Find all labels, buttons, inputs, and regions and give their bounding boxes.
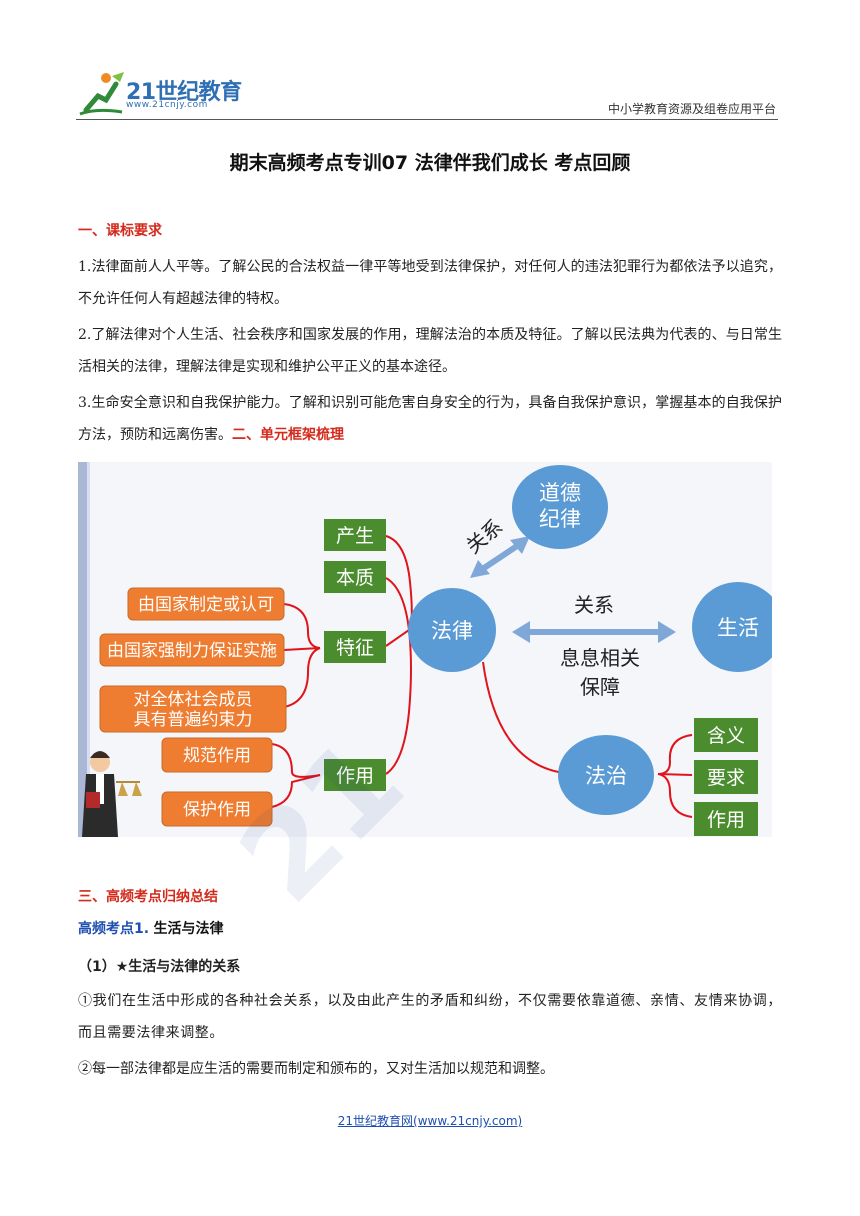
key-point-label: 高频考点1. — [78, 921, 150, 937]
logo-url-text: www.21cnjy.com — [126, 100, 208, 110]
feature-item-2: 由国家强制力保证实施 — [107, 641, 277, 660]
law-aspect-boxes — [324, 519, 386, 791]
relation-arrows — [470, 536, 676, 643]
feature-item-1: 由国家制定或认可 — [138, 595, 274, 614]
runner-logo-icon — [79, 72, 124, 116]
node-life: 生活 — [717, 617, 759, 640]
requirement-item-3-text: 3.生命安全意识和自我保护能力。了解和识别可能危害自身安全的行为，具备自我保护意… — [78, 395, 782, 443]
key-point-title: 生活与法律 — [153, 921, 224, 937]
section-heading-summary: 三、高频考点归纳总结 — [78, 889, 218, 905]
rule-of-law-boxes — [694, 718, 758, 836]
relation-label-right: 关系 — [574, 594, 614, 617]
feature-item-3-line1: 对全体社会成员 — [134, 690, 253, 709]
requirement-item-1: 1.法律面前人人平等。了解公民的合法权益一律平等地受到法律保护，对任何人的违法犯… — [78, 259, 782, 307]
diagram-left-bar — [78, 462, 87, 837]
logo-brand-text: 21世纪教育 — [126, 80, 242, 105]
requirement-item-2: 2.了解法律对个人生活、社会秩序和国家发展的作用，理解法治的本质及特征。了解以民… — [78, 327, 782, 375]
requirement-item-3: 3.生命安全意识和自我保护能力。了解和识别可能危害自身安全的行为，具备自我保护意… — [78, 387, 782, 451]
box-features: 特征 — [336, 637, 374, 659]
feature-item-3-line2: 具有普遍约束力 — [134, 710, 253, 729]
box-essence: 本质 — [336, 567, 374, 589]
box-meaning: 含义 — [707, 725, 745, 747]
node-law: 法律 — [431, 620, 473, 643]
summary-paragraph-2: ②每一部法律都是应生活的需要而制定和颁布的，又对生活加以规范和调整。 — [78, 1061, 554, 1077]
header-divider — [76, 119, 778, 120]
node-morality-line2: 纪律 — [539, 508, 581, 531]
related-label-line1: 息息相关 — [560, 647, 640, 670]
section-heading-requirements: 一、课标要求 — [78, 223, 162, 239]
footer-link[interactable]: 21世纪教育网(www.21cnjy.com) — [337, 1114, 523, 1128]
ellipse-nodes — [408, 465, 772, 815]
box-requirement: 要求 — [707, 767, 745, 789]
related-label-line2: 保障 — [580, 676, 620, 699]
role-item-2: 保护作用 — [183, 800, 251, 819]
box-origin: 产生 — [336, 525, 374, 547]
framework-diagram: 法律 道德 纪律 生活 法治 关系 关系 息息相关 保障 产生 本质 特征 作用… — [78, 462, 772, 837]
node-rule-of-law: 法治 — [585, 765, 627, 788]
role-item-1: 规范作用 — [183, 746, 251, 765]
subheading-life-and-law: （1）★生活与法律的关系 — [78, 959, 241, 975]
judge-illustration — [82, 751, 142, 837]
box-role: 作用 — [336, 765, 374, 787]
section-heading-framework: 二、单元框架梳理 — [232, 427, 344, 443]
site-logo: 21世纪教育 www.21cnjy.com — [76, 70, 246, 118]
summary-paragraph-1: ①我们在生活中形成的各种社会关系，以及由此产生的矛盾和纠纷，不仅需要依靠道德、亲… — [78, 993, 782, 1041]
page-title: 期末高频考点专训07 法律伴我们成长 考点回顾 — [229, 152, 631, 174]
platform-tagline: 中小学教育资源及组卷应用平台 — [607, 102, 776, 116]
feature-boxes — [99, 587, 287, 827]
key-point-heading: 高频考点1. 生活与法律 — [78, 918, 224, 938]
node-morality-line1: 道德 — [539, 482, 581, 505]
box-rule-role: 作用 — [707, 809, 745, 831]
